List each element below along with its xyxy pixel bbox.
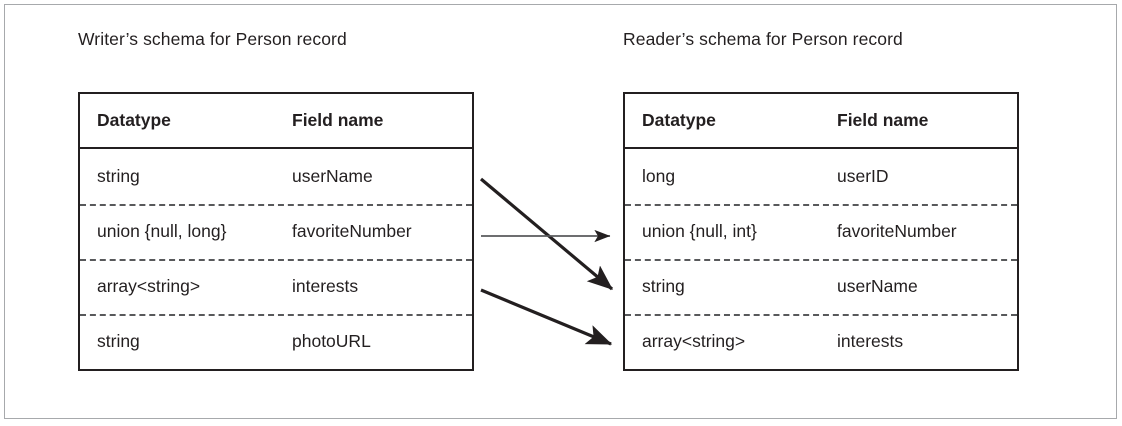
writer-schema-table: Datatype Field name string userName unio… [78,92,474,371]
writer-row-1-field-name: favoriteNumber [292,221,412,241]
reader-header-field-name: Field name [837,110,929,130]
arrow-username-mapping [479,177,614,291]
reader-row-0-datatype: long [642,166,676,186]
writer-row-1-datatype: union {null, long} [97,221,227,241]
writer-header-datatype: Datatype [97,110,171,130]
reader-row-2-field-name: userName [837,276,918,296]
reader-row-2-datatype: string [642,276,685,296]
writer-schema-block: Writer’s schema for Person record Dataty… [78,28,474,371]
writer-row-3-field-name: photoURL [292,331,371,351]
reader-row-1-field-name: favoriteNumber [837,221,957,241]
table-row: string userName [80,149,472,204]
writer-row-0-datatype: string [97,166,140,186]
writer-row-2-field-name: interests [292,276,359,296]
table-row: string userName [625,259,1017,314]
writer-header-field-name: Field name [292,110,384,130]
reader-row-3-field-name: interests [837,331,904,351]
writer-row-0-field-name: userName [292,166,373,186]
writer-row-3-datatype: string [97,331,140,351]
table-row: union {null, int} favoriteNumber [625,204,1017,259]
table-row: array<string> interests [625,314,1017,369]
reader-schema-title: Reader’s schema for Person record [623,29,903,49]
table-row: array<string> interests [80,259,472,314]
writer-table-header-row: Datatype Field name [80,94,472,149]
table-row: string photoURL [80,314,472,369]
writer-schema-title: Writer’s schema for Person record [78,29,347,49]
reader-header-datatype: Datatype [642,110,716,130]
reader-schema-table: Datatype Field name long userID union {n… [623,92,1019,371]
arrow-interests-mapping [480,288,613,346]
reader-row-0-field-name: userID [837,166,889,186]
reader-row-3-datatype: array<string> [642,331,746,351]
writer-row-2-datatype: array<string> [97,276,201,296]
table-row: long userID [625,149,1017,204]
reader-schema-block: Reader’s schema for Person record Dataty… [623,28,1019,371]
reader-table-header-row: Datatype Field name [625,94,1017,149]
reader-row-1-datatype: union {null, int} [642,221,757,241]
table-row: union {null, long} favoriteNumber [80,204,472,259]
